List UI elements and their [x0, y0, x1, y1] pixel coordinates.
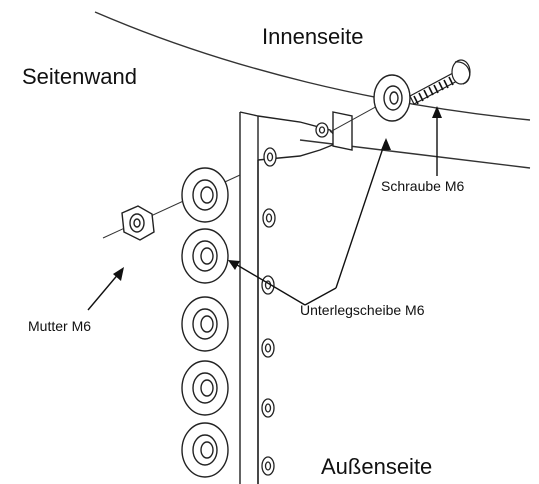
panel-holes — [261, 122, 329, 476]
label-outside: Außenseite — [321, 454, 433, 479]
washer-stack — [181, 167, 229, 478]
bracket-tab — [332, 111, 353, 151]
arrows — [87, 110, 438, 311]
label-washer: Unterlegscheibe M6 — [300, 302, 425, 318]
screw-m6 — [409, 59, 471, 105]
side-wall-upper-curve — [94, 11, 531, 121]
washer-inside — [373, 74, 411, 122]
arrowheads — [113, 106, 442, 281]
side-wall-lower-curve — [299, 139, 531, 169]
label-inside: Innenseite — [262, 24, 364, 49]
washer-leader-join — [304, 287, 337, 306]
nut-m6 — [121, 205, 155, 241]
label-nut: Mutter M6 — [28, 318, 92, 334]
washer-leader-right — [335, 141, 386, 289]
label-side-wall: Seitenwand — [22, 64, 137, 89]
upright-panel — [239, 111, 342, 484]
label-screw: Schraube M6 — [381, 178, 465, 194]
washer-leader-left — [231, 261, 306, 306]
nut-arrow — [87, 271, 121, 311]
